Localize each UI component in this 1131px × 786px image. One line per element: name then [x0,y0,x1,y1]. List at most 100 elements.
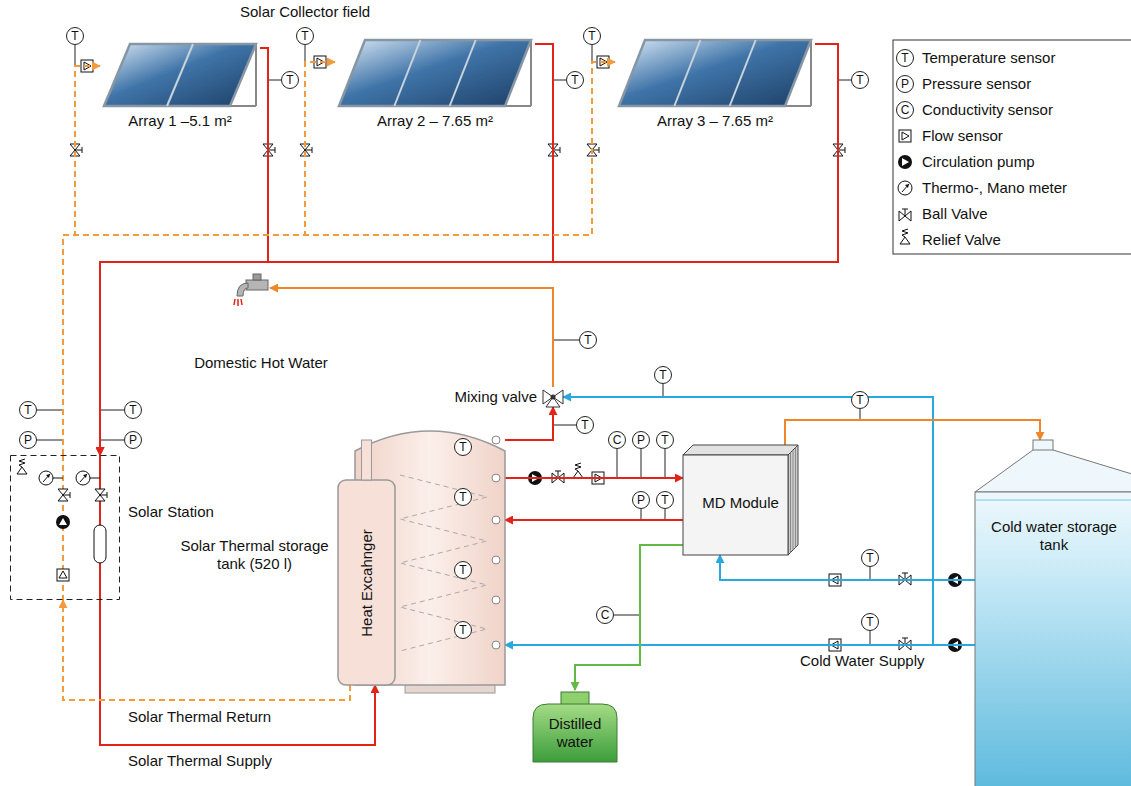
sensor-symbol: T [851,391,869,409]
legend-box [900,229,910,244]
sensor-symbol: T [281,71,299,89]
legend-box [893,40,1131,254]
sensor-symbol: T [851,71,869,89]
pipe-label: Cold Water Supply [800,652,925,670]
storage-tank: Heat ExcahngerSolar Thermal storage tank… [355,425,505,685]
solar-station-shape [11,456,120,600]
node-label: Array 2 – 7.65 m² [335,112,535,130]
legend-box [898,155,912,169]
mixing-valve-shape [543,390,563,407]
node-label: Distilled water [536,715,614,751]
legend-text: Thermo-, Mano meter [922,179,1067,197]
sensor-stub [663,384,664,397]
collector-array-shape [619,40,811,106]
sensor-symbol: T [454,488,472,506]
sensor-stub [870,631,871,645]
pipes [63,44,1040,745]
sensor-symbol: T [454,438,472,456]
sensor-stub [860,409,861,420]
distilled-water-tank: Distilled water [530,690,620,762]
pipe-connector [720,555,975,580]
faucet-symbol-shape [234,274,268,306]
distilled-water-tank-shape [533,692,617,762]
sensor-symbol: T [576,416,594,434]
node-label: MD Module [702,494,779,512]
node-label: Array 3 – 7.65 m² [615,112,815,130]
sensor-symbol: T [579,331,597,349]
sensor-stub [553,340,579,341]
sensor-symbol: P [632,431,650,449]
pipe-connector [785,420,1040,445]
pipe-fitting [58,489,70,501]
legend-text: Circulation pump [922,153,1035,171]
node-label: Solar Station [128,503,238,521]
legend-box [893,40,1131,254]
sensor-symbol: P [19,431,37,449]
sensor-stub [75,45,76,66]
sensor-symbol: C [608,431,626,449]
sensor-symbol: T [124,401,142,419]
legend-box [899,130,911,142]
pipe-connector [63,62,335,455]
node-label: Array 1 –5.1 m² [100,112,260,130]
sensor-stub [37,440,63,441]
sensor-stub [838,80,851,81]
pipe-fitting [573,463,583,478]
sensor-stub [100,410,124,411]
pipe-connector [505,407,553,440]
collector-array-shape [104,44,256,106]
faucet-symbol-outline [236,276,270,302]
pipe-fitting [39,471,53,485]
sensor-symbol: T [566,71,584,89]
sensor-stub [37,410,63,411]
sensor-symbol: T [583,27,601,45]
sensor-stub [553,80,566,81]
legend-text: Flow sensor [922,127,1003,145]
collector-array-shape [339,40,531,106]
sensor-stub [870,567,871,580]
sensor-symbol: P [632,491,650,509]
sensor-stub [617,449,618,478]
faucet-symbol: Domestic Hot Water [236,276,270,302]
legend-text: Ball Valve [922,205,988,223]
sensor-symbol: T [454,621,472,639]
mixing-valve: Mixing valve [543,387,563,407]
pipe-connector [63,62,615,455]
md-module-shape [683,445,798,555]
sensor-symbol: P [896,75,914,93]
sensor-symbol: P [124,431,142,449]
collector-array: Array 3 – 7.65 m² [615,36,815,132]
pipe-connector [100,600,375,745]
node-label: Mixing valve [449,388,537,406]
heat-exchanger: Heat Excahnger [338,480,395,685]
sensor-stub [665,509,666,520]
md-module: MD Module [683,445,798,555]
legend-box [898,181,912,195]
cold-water-tank-shape [975,440,1131,786]
sensor-stub [641,449,642,478]
pipe-connector [505,477,683,479]
sensor-stub [100,440,124,441]
station-pipe [94,525,106,563]
sensor-symbol: T [19,401,37,419]
sensor-symbol: T [656,491,674,509]
pipe-connector [100,48,268,455]
node-label: Heat Excahnger [358,480,376,685]
sensor-symbol: C [896,101,914,119]
sensor-symbol: C [596,606,614,624]
sensor-symbol: T [896,49,914,67]
node-label: Solar Thermal storage tank (520 l) [177,537,332,573]
sensor-stub [553,425,576,426]
legend-text: Pressure sensor [922,75,1031,93]
solar-station-outline [10,455,120,600]
pipe-fitting [76,471,90,485]
legend-text: Relief Valve [922,231,1001,249]
pipe-fitting [17,459,27,474]
pipe-connector [63,66,100,455]
solar-station: Solar Station [10,455,120,600]
cold-water-tank-outline [975,440,1131,786]
pipe-connector [63,600,350,700]
sensor-stub [641,509,642,520]
cold-water-tank: Cold water storage tank [975,440,1131,786]
